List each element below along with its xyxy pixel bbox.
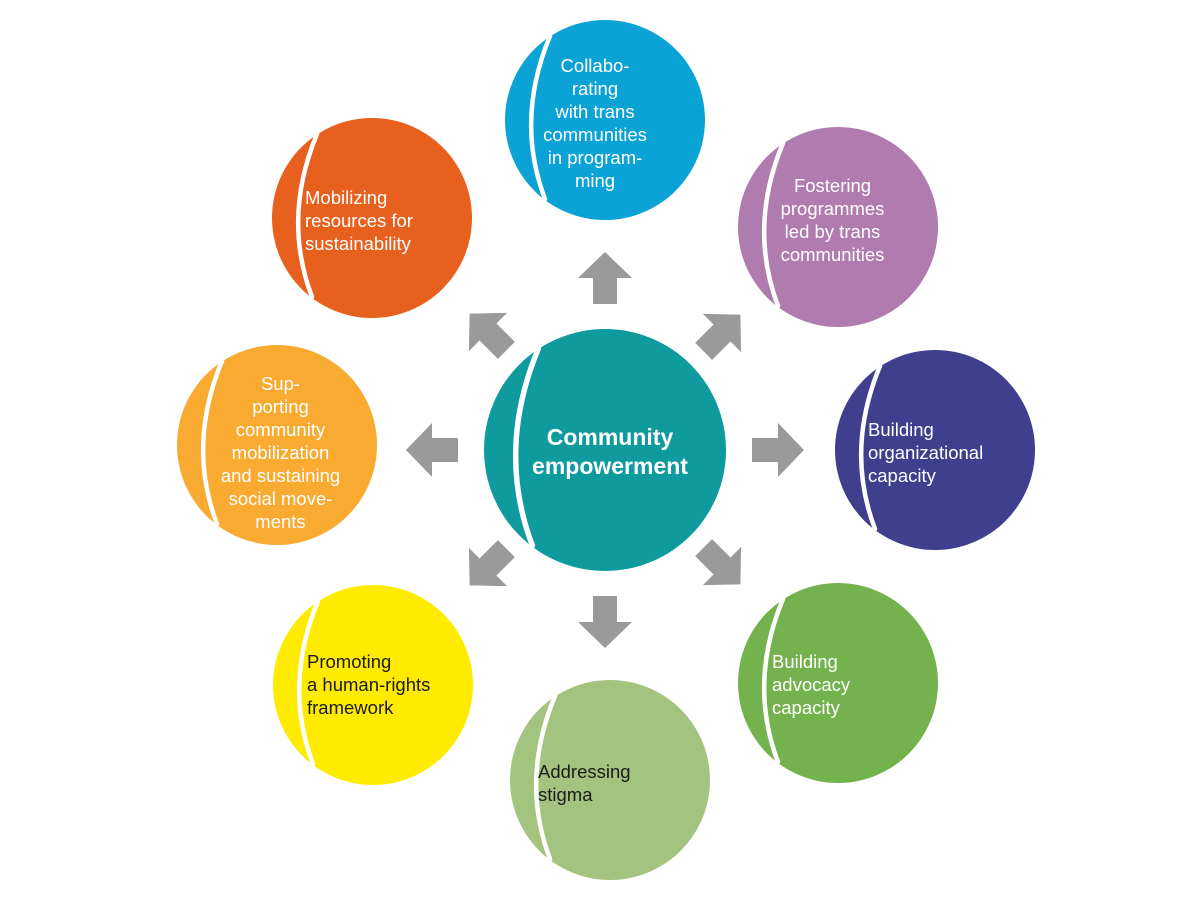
node-organizational-highlight-arc (858, 363, 883, 532)
node-collaborating-highlight-arc (528, 33, 553, 202)
node-label-resources: Mobilizing resources for sustainability (305, 187, 413, 254)
arrow-to-advocacy-icon (695, 539, 742, 586)
arrow-to-fostering-icon (695, 313, 742, 360)
node-stigma-highlight-arc (533, 693, 558, 862)
node-fostering-circle (738, 127, 938, 327)
arrow-to-organizational-icon (752, 423, 804, 477)
node-human-rights-highlight-arc (296, 598, 321, 767)
center-label: Community empowerment (532, 424, 688, 479)
node-organizational-circle (835, 350, 1035, 550)
node-label-mobilization: Sup- porting community mobilization and … (220, 373, 341, 532)
arrow-to-stigma-icon (578, 596, 632, 648)
node-fostering-highlight-arc (761, 140, 786, 309)
arrow-to-mobilization-icon (406, 423, 458, 477)
node-label-collaborating: Collabo- rating with trans communities i… (543, 55, 647, 191)
node-human-rights-circle (273, 585, 473, 785)
node-advocacy-circle (738, 583, 938, 783)
node-mobilization-highlight-arc (200, 358, 225, 527)
node-label-stigma: Addressing stigma (538, 761, 631, 805)
node-advocacy-highlight-arc (761, 596, 786, 765)
node-label-organizational: Building organizational capacity (868, 419, 984, 486)
node-resources-circle (272, 118, 472, 318)
arrow-to-human-rights-icon (468, 540, 515, 587)
arrow-to-collaborating-icon (578, 252, 632, 304)
node-collaborating-circle (505, 20, 705, 220)
node-mobilization-circle (177, 345, 377, 545)
center-node-highlight-arc (512, 345, 542, 549)
node-label-fostering: Fostering programmes led by trans commun… (780, 175, 885, 265)
node-stigma-circle (510, 680, 710, 880)
center-node-circle (484, 329, 726, 571)
node-label-advocacy: Building advocacy capacity (772, 651, 851, 718)
node-label-human-rights: Promoting a human-rights framework (307, 651, 431, 718)
node-resources-highlight-arc (295, 131, 320, 300)
arrow-to-resources-icon (468, 312, 515, 359)
